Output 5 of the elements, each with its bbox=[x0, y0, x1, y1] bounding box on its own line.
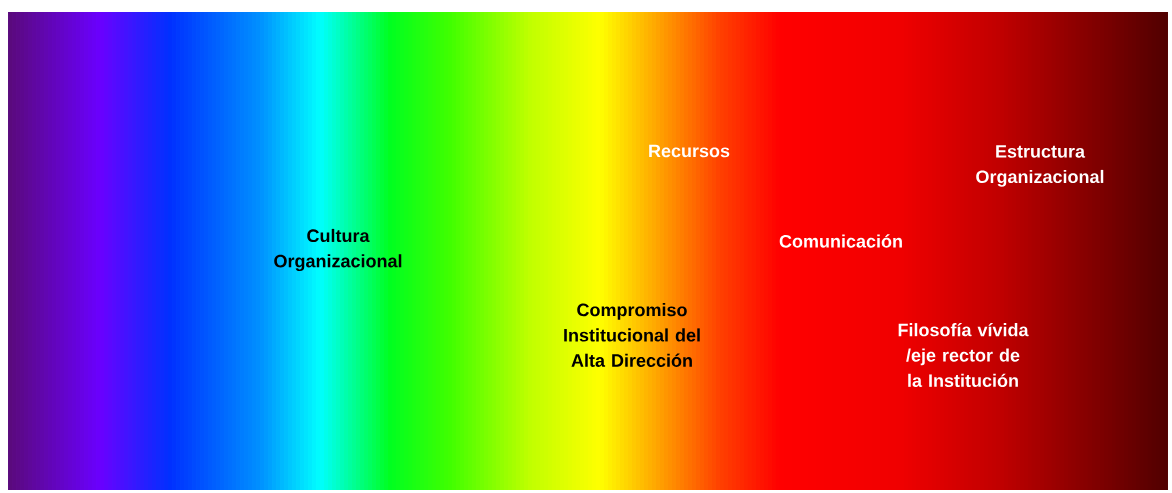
label: Comunicación bbox=[779, 234, 902, 248]
label: Estructura Organizacional bbox=[976, 145, 1104, 187]
label: Filosofía vívida /eje rector de la Institución bbox=[898, 322, 1029, 387]
label: Recursos bbox=[649, 144, 730, 158]
label: Compromiso Institucional del Alta Dirección bbox=[564, 303, 700, 367]
